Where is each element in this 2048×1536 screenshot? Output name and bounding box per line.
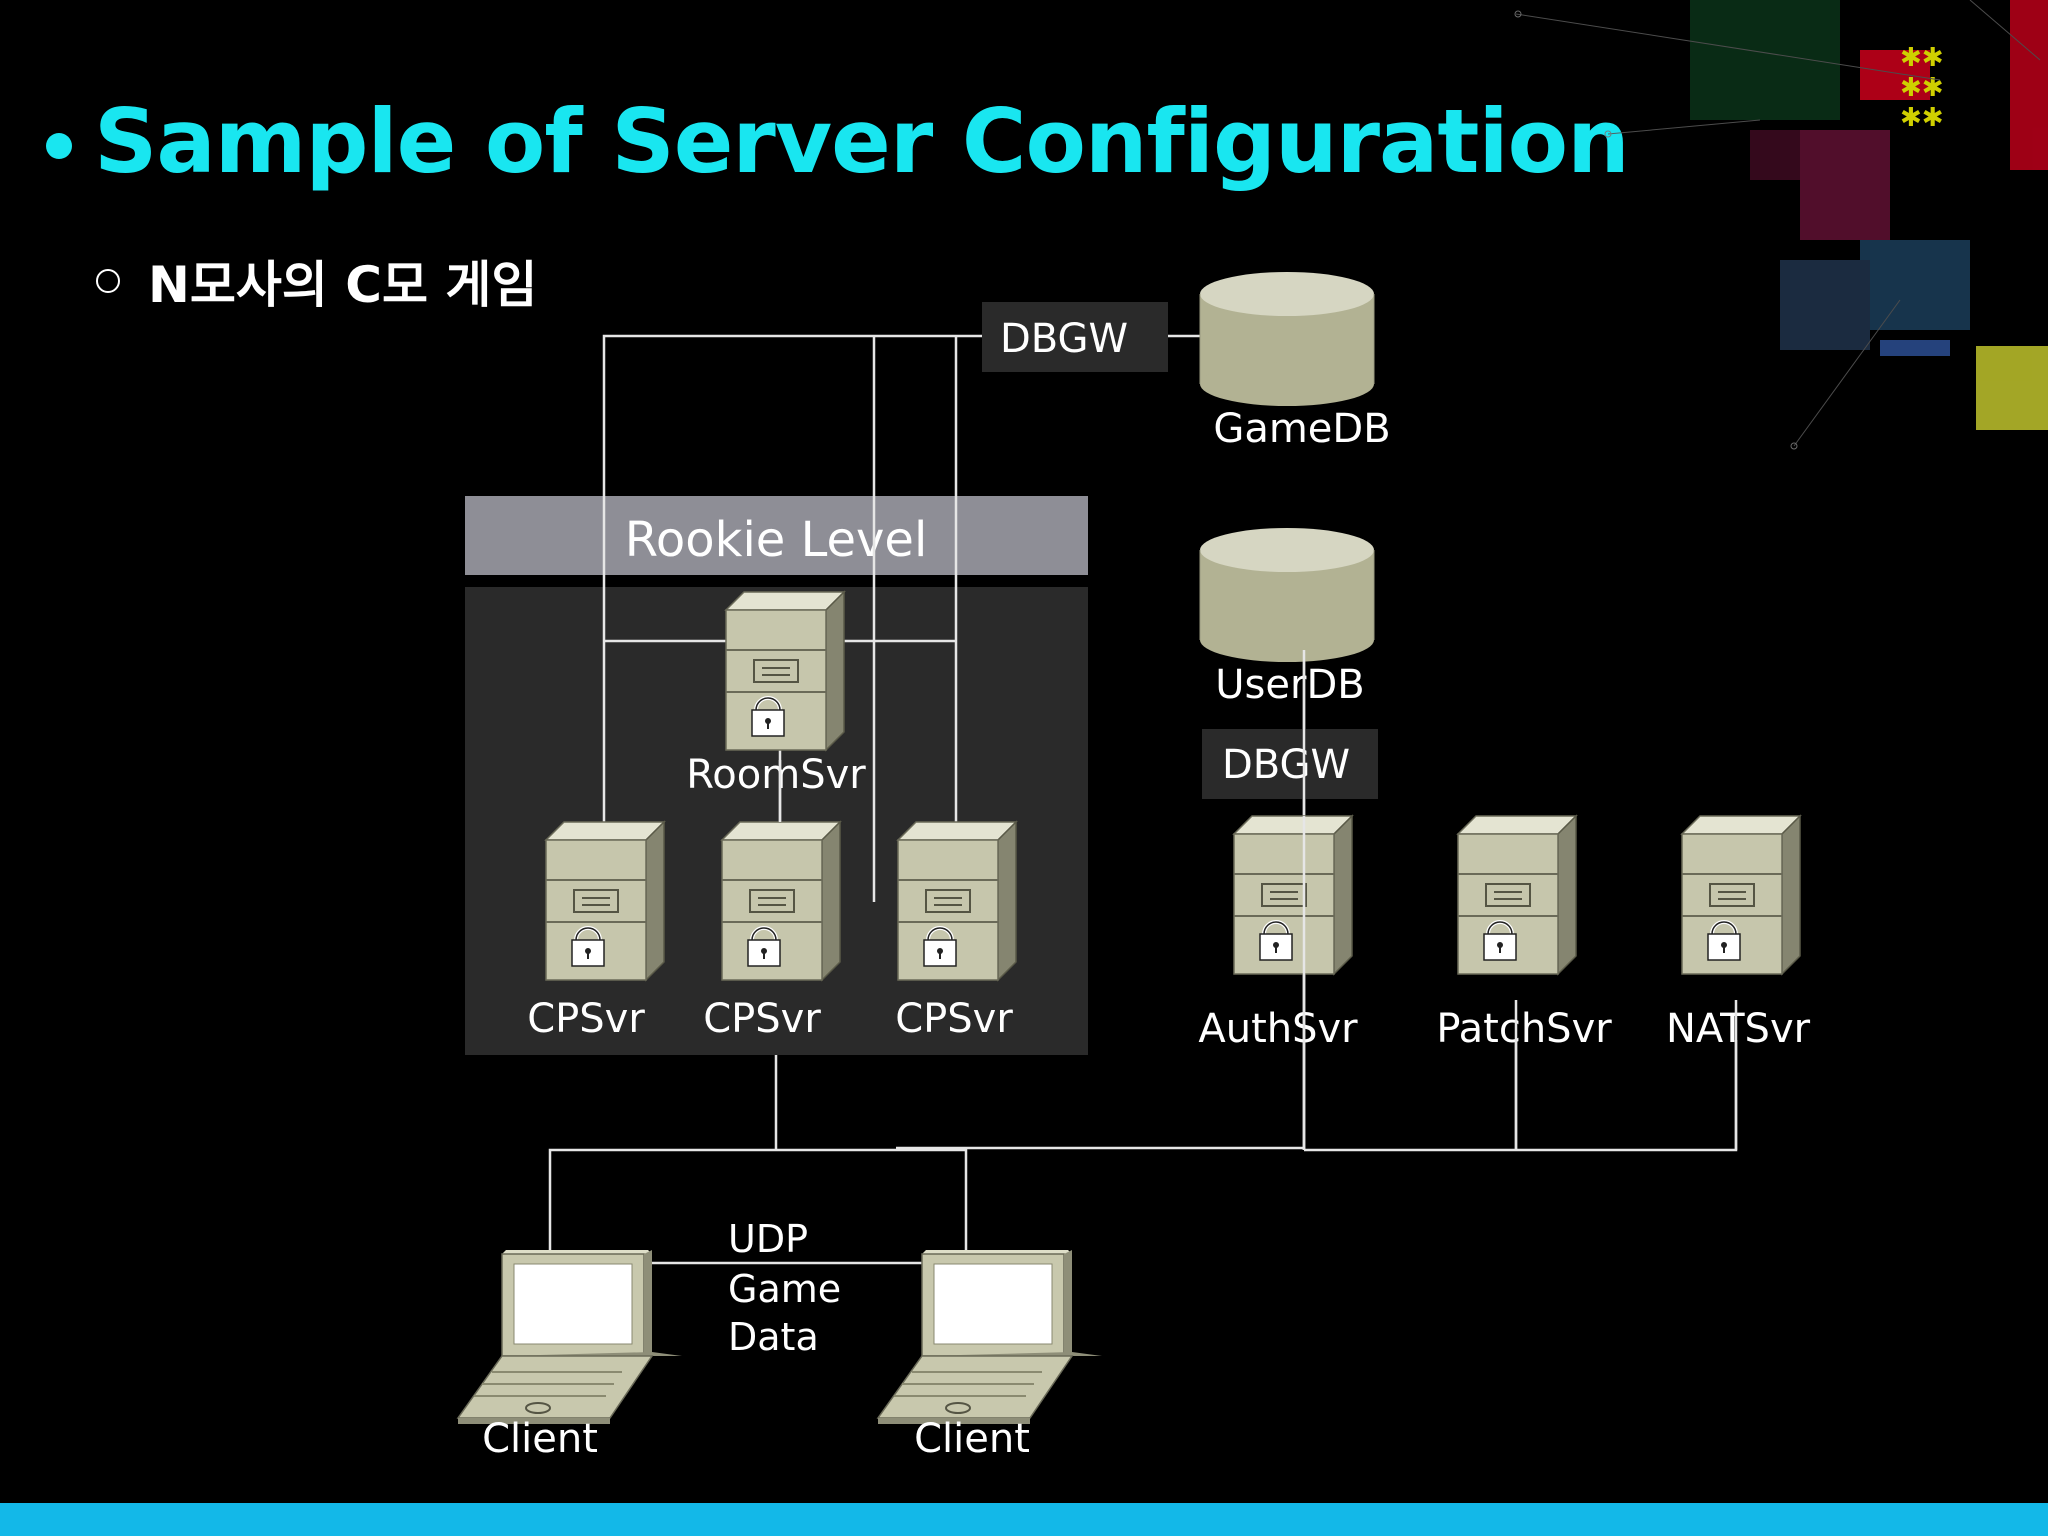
roomsvr-label: RoomSvr — [686, 752, 866, 798]
userdb-icon — [1199, 527, 1375, 663]
slide-title: Sample of Server Configuration — [94, 90, 1630, 193]
subtitle-bullet-icon — [96, 269, 120, 293]
subtitle-row: N모사의 C모 게임 — [96, 245, 537, 317]
cpsvr-3-icon — [896, 820, 1018, 982]
dbgw-user-box — [1202, 729, 1378, 799]
udp-label-line2: Game — [728, 1267, 841, 1311]
bottom-accent-bar — [0, 1503, 2048, 1536]
title-row: Sample of Server Configuration — [46, 90, 1630, 193]
client-2-icon — [877, 1249, 1103, 1425]
rookie-level-bar — [465, 496, 1088, 575]
patchsvr-icon — [1456, 814, 1578, 976]
patchsvr-label: PatchSvr — [1436, 1006, 1612, 1052]
authsvr-label: AuthSvr — [1198, 1006, 1358, 1052]
gamedb-icon — [1199, 271, 1375, 407]
natsvr-label: NATSvr — [1666, 1006, 1811, 1052]
slide-subtitle: N모사의 C모 게임 — [148, 256, 538, 314]
roomsvr-icon — [724, 590, 846, 752]
gamedb-label: GameDB — [1213, 406, 1390, 452]
authsvr-icon — [1232, 814, 1354, 976]
title-bullet-icon — [46, 132, 72, 159]
svg-text:✱✱: ✱✱ — [1900, 103, 1944, 133]
udp-label-line3: Data — [728, 1315, 819, 1359]
cpsvr-2-icon — [720, 820, 842, 982]
userdb-label: UserDB — [1215, 662, 1364, 708]
rookie-level-title: Rookie Level — [625, 512, 928, 568]
natsvr-icon — [1680, 814, 1802, 976]
dbgw-top-box — [982, 302, 1168, 372]
svg-text:✱✱: ✱✱ — [1900, 73, 1944, 103]
cpsvr-3-label: CPSvr — [895, 996, 1013, 1042]
cpsvr-2-label: CPSvr — [703, 996, 821, 1042]
svg-text:✱✱: ✱✱ — [1900, 43, 1944, 73]
cpsvr-1-icon — [544, 820, 666, 982]
dbgw-user-label: DBGW — [1222, 742, 1350, 788]
client-1-label: Client — [482, 1416, 598, 1462]
client-1-icon — [457, 1249, 683, 1425]
udp-label-line1: UDP — [728, 1217, 808, 1261]
corner-decoration: ✱✱ ✱✱ ✱✱ — [1514, 0, 2048, 450]
client-2-label: Client — [914, 1416, 1030, 1462]
dbgw-top-label: DBGW — [1000, 316, 1128, 362]
cpsvr-1-label: CPSvr — [527, 996, 645, 1042]
